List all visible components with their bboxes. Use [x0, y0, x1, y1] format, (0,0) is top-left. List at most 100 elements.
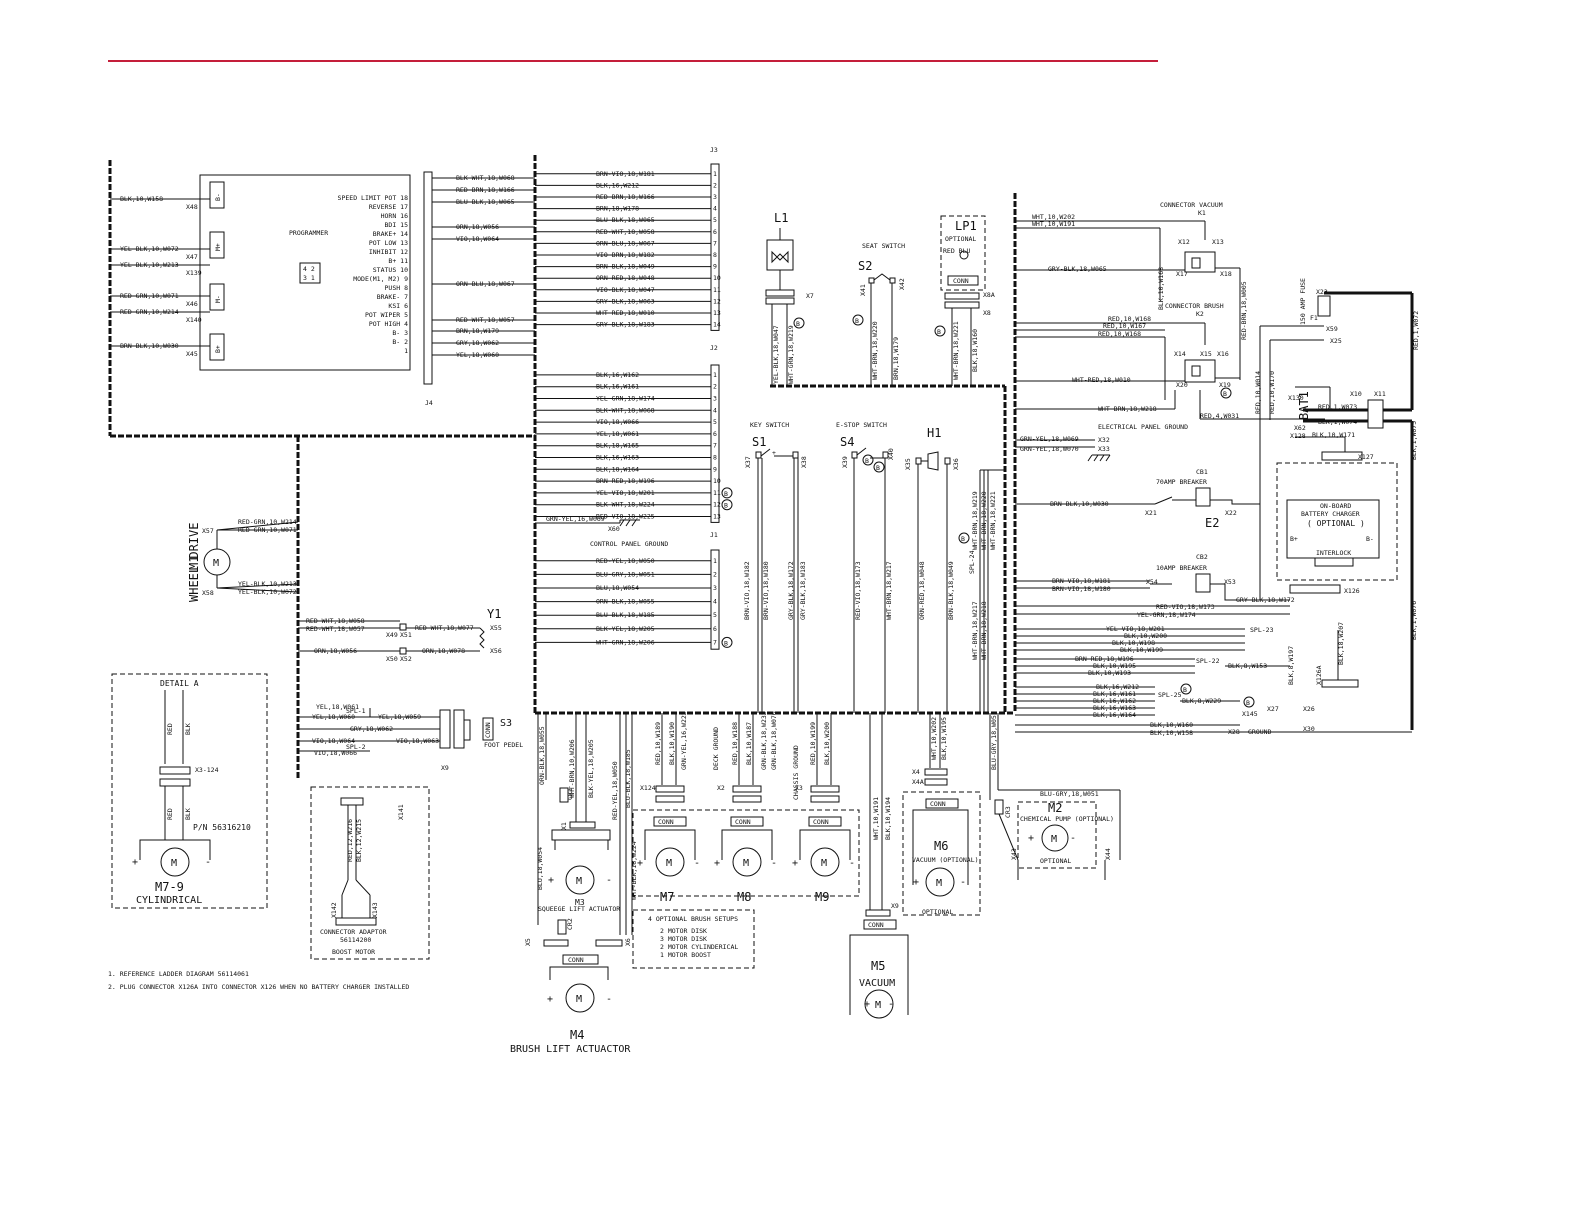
j3-wire-label: GRY-BLK,18,W183: [596, 321, 655, 329]
j3-wire-label: VIO-BRN,18,W182: [596, 251, 655, 259]
j1-wire-label: BLU-GRY,18,W051: [596, 570, 655, 578]
electrical-panel-ground-label: ELECTRICAL PANEL GROUND: [1098, 423, 1188, 431]
wheel-drive-m1: M1 WHEEL DRIVE M RED-GRN,10,W214 RED-GRN…: [187, 518, 299, 602]
m1-motor: M: [213, 558, 219, 569]
pedal-wire-2: YEL,18,W059: [378, 713, 421, 721]
m6-wire-0: WHT,10,W202: [930, 717, 938, 760]
center-wire-5: WHT-BRN,18,W218: [980, 601, 988, 660]
spl25-wire-1: BLK,16,W161: [1093, 690, 1136, 698]
boost-label: BOOST MOTOR: [332, 948, 375, 956]
pump-cr: CR3: [1004, 806, 1012, 818]
controller-left-conn-label: X48: [186, 203, 198, 211]
center-wire-0: WHT-BRN,18,W219: [971, 491, 979, 550]
m6-wire-1: BLK,10,W195: [940, 717, 948, 760]
cb1-wire: BRN-BLK,10,W030: [1050, 500, 1109, 508]
controller-pin-label: POT WIPER 5: [365, 311, 408, 319]
contactor-vacuum-k1: CONNECTOR VACUUM K1 WHT,10,W202 WHT,10,W…: [1015, 201, 1248, 380]
k2-label: CONNECTOR BRUSH: [1165, 302, 1224, 310]
k2-wire-0: RED,10,W168: [1108, 315, 1151, 323]
brush-motor-leads: [799, 829, 851, 860]
j3-pin-number: 9: [713, 263, 717, 271]
spl25-wire-3: BLK,16,W163: [1093, 704, 1136, 712]
key-switch-ref: S1: [752, 435, 766, 449]
j1-pin-number: 2: [713, 570, 717, 578]
controller-pin-label: B- 2: [392, 338, 408, 346]
key-wire-1: BRN-VIO,18,W180: [762, 561, 770, 620]
squeegee-cr: CR1: [566, 788, 574, 800]
squeegee-wire-4: RED-YEL,18,W050: [611, 761, 619, 820]
circled-b-marker: [721, 636, 733, 648]
cb1-ref: CB1: [1196, 468, 1208, 476]
j2-pin-number: 13: [713, 513, 721, 521]
battery-conn-0: X130: [1288, 394, 1304, 402]
brush-motor-minus: -: [849, 858, 855, 869]
brush-motor-symbol: [655, 847, 685, 877]
brake-conn-0: X49: [386, 631, 398, 639]
brush-motor-conn-label: CONN: [813, 818, 829, 826]
controller-pin-label: PUSH 8: [385, 284, 409, 292]
controller-pin-label: BDI 15: [385, 221, 409, 229]
brush-motor-m: M: [821, 858, 827, 869]
ground-wire-label: GRN-YEL,16,W069: [546, 515, 605, 523]
ground-wire-1: GRN-YEL,18,W070: [1020, 445, 1079, 453]
vacuum-motor-m6: WHT,10,W202 BLK,10,W195 X4 X4A CONN M6 V…: [902, 713, 981, 916]
center-wire-bundle: WHT-BRN,18,W219 WHT-BRN,18,W220 WHT-BRN,…: [958, 469, 1005, 713]
l1-wire-0: YEL-BLK,18,W047: [772, 325, 780, 384]
pedal-wire-6: VIO,18,W066: [314, 749, 357, 757]
horn-h1: H1 X35 X36 ORN-RED,18,W048 BRN-BLK,18,W0…: [904, 426, 960, 713]
j3-body: [710, 163, 720, 331]
spl25-wire-6: BLK,10,W160: [1150, 721, 1193, 729]
brush-motor-connector: [655, 795, 685, 803]
deck-wire-0: GRN-YEL,16,W222: [680, 711, 688, 770]
splice-block: RED-VIO,18,W173 YEL-GRN,18,W174 YEL-VIO,…: [1015, 421, 1418, 737]
brush-lift-ref: M4: [570, 1028, 584, 1042]
j2-wire-label: YEL,18,W061: [596, 430, 639, 438]
estop-wire-0: RED-VIO,18,W173: [854, 561, 862, 620]
brush-motor-plus: +: [792, 858, 798, 869]
cb1-conn-0: X21: [1145, 509, 1157, 517]
brush-motor-conn-label: CONN: [658, 818, 674, 826]
j3-pin-number: 8: [713, 251, 717, 259]
k2-conn-1: X15: [1200, 350, 1212, 358]
j2-wire-label: BLK-WHT,18,W068: [596, 406, 655, 414]
cb2-ref: CB2: [1196, 553, 1208, 561]
battery-conn-1: X62: [1294, 424, 1306, 432]
brush-motor-wire-label: BLK,10,W190: [668, 722, 676, 765]
svg-text:+: +: [913, 877, 919, 888]
squeegee-wire-2: ORN-BLK,18,W055: [538, 726, 546, 785]
controller-pin-label: BRAKE- 7: [377, 293, 408, 301]
circuit-breaker-cb1: CB1 70AMP BREAKER BRN-BLK,10,W030 X21 X2…: [1015, 468, 1260, 530]
key-conn-1: X38: [800, 456, 808, 468]
battery-bat1: BAT1 RED,1,W073 BLK,1,W074 BLK,10,W171 X…: [1288, 386, 1414, 730]
j1-wire-label: BLK-YEL,18,W205: [596, 625, 655, 633]
key-wire-3: GRY-BLK,18,W183: [799, 561, 807, 620]
controller-terminal: [209, 333, 225, 361]
k1-conn-2: X17: [1176, 270, 1188, 278]
controller-pin-label: INHIBIT 12: [369, 248, 408, 256]
lp1-optional: OPTIONAL: [945, 235, 976, 243]
circled-b: B: [855, 317, 859, 325]
pedal-label: FOOT PEDEL: [484, 741, 523, 749]
controller-terminal-label: B-: [214, 193, 222, 201]
fuse-ref: F1: [1310, 314, 1318, 322]
brush-motor-wire-label: RED,10,W188: [731, 722, 739, 765]
cb1-ref2: E2: [1205, 516, 1219, 530]
circled-b: B: [961, 535, 965, 543]
battery-wire-1: BLK,1,W074: [1318, 418, 1357, 426]
brush-motor-ref: M8: [737, 890, 751, 904]
brush-motor-wire-label: BLK,10,W200: [823, 722, 831, 765]
contactor-brush-k2: CONNECTOR BRUSH K2 RED,10,W168 RED,10,W1…: [1015, 302, 1325, 420]
spl-wire-red-vio: RED-VIO,18,W173: [1156, 603, 1215, 611]
controller-left-conn-label: X139: [186, 269, 202, 277]
battery-conn-5: X127: [1358, 453, 1374, 461]
j1-pin-number: 6: [713, 625, 717, 633]
lp1-colors: RED BLU: [943, 247, 970, 255]
brush-motor-minus: -: [771, 858, 777, 869]
ground-conn-0: X32: [1098, 436, 1110, 444]
svg-text:+: +: [547, 994, 553, 1005]
j1-label: J1: [710, 531, 718, 539]
squeegee-wire-3: BLU,18,W054: [536, 847, 544, 890]
m6-xa: X4A: [912, 778, 924, 786]
j2-wire-label: VIO,18,W066: [596, 418, 639, 426]
battery-conn-3: X10: [1350, 390, 1362, 398]
